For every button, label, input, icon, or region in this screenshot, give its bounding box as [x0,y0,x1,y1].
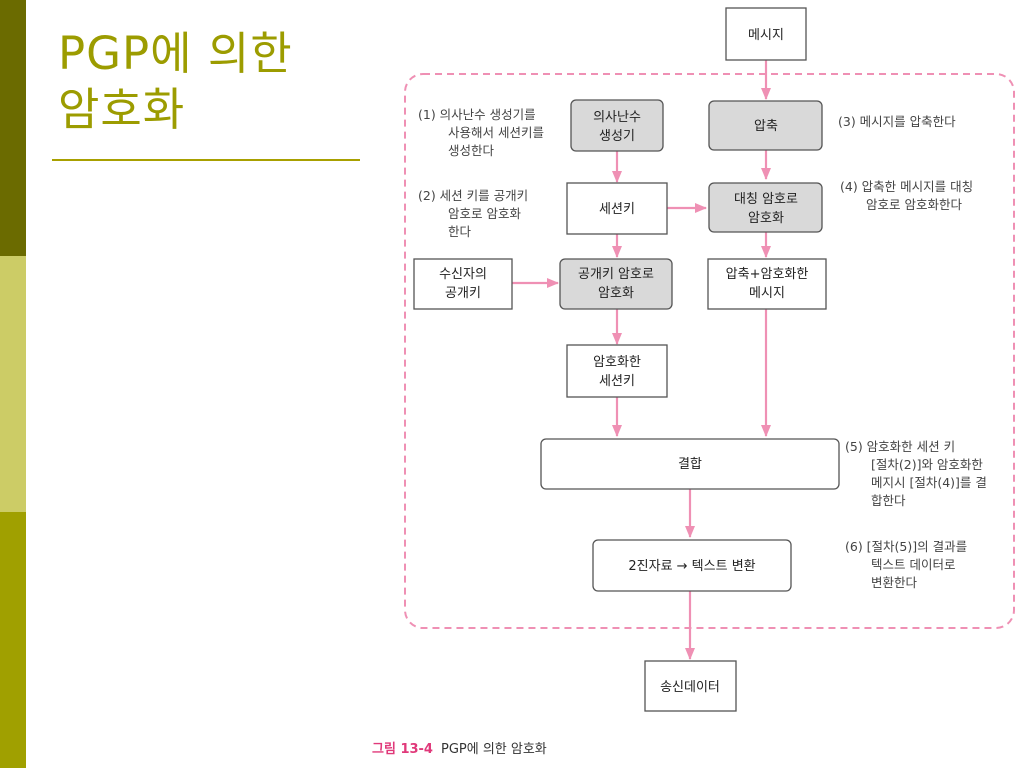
annotation-5-line3: 메지시 [절차(4)]를 결 [871,475,987,490]
flow-arrows [512,60,771,660]
title-underline [52,159,360,161]
box-symmetric-line2: 암호화 [748,211,784,226]
annotation-1-line2: 사용해서 세션키를 [448,125,544,140]
box-output: 송신데이터 [644,660,737,712]
annotation-5-line2: [절차(2)]와 암호화한 [871,457,983,472]
sidebar-segment-light [0,256,26,512]
box-session-key-label: 세션키 [599,202,635,217]
box-pubkey-encrypt: 공개키 암호로 암호화 [559,258,673,310]
box-compress: 압축 [708,100,823,151]
annotation-1: (1) 의사난수 생성기를 사용해서 세션키를 생성한다 [418,107,544,158]
box-combine: 결합 [540,438,840,490]
sidebar-segment-mid [0,512,26,768]
caption-text: PGP에 의한 암호화 [440,742,547,757]
annotation-4: (4) 압축한 메시지를 대칭 암호로 암호화한다 [840,179,973,212]
box-combine-label: 결합 [678,457,702,472]
box-compressed-line2: 메시지 [749,286,785,301]
annotation-6-line1: (6) [절차(5)]의 결과를 [845,539,967,554]
box-encrypted-session-key: 암호화한 세션키 [566,344,668,398]
annotation-6-line2: 텍스트 데이터로 [871,557,955,572]
box-compressed-message: 압축+암호화한 메시지 [707,258,827,310]
box-output-label: 송신데이터 [660,680,720,695]
process-boundary [404,73,1015,629]
box-encsession-line2: 세션키 [599,374,635,389]
box-pubkey-line2: 암호화 [598,286,634,301]
box-encsession-line1: 암호화한 [593,355,641,370]
annotation-5-line4: 합한다 [871,493,906,508]
box-message-label: 메시지 [748,28,784,43]
annotation-2-line3: 한다 [448,224,472,239]
box-to-text: 2진자료 → 텍스트 변환 [592,539,792,592]
caption-label: 그림 13-4 [372,742,433,757]
box-message: 메시지 [725,7,807,61]
annotation-2-line1: (2) 세션 키를 공개키 [418,188,528,203]
box-pubkey-line1: 공개키 암호로 [578,267,654,282]
box-recipient-key: 수신자의 공개키 [413,258,513,310]
annotation-5-line1: (5) 암호화한 세션 키 [845,439,955,454]
annotation-3: (3) 메시지를 압축한다 [838,114,956,129]
box-recipient-line2: 공개키 [445,286,481,301]
annotation-1-line3: 생성한다 [448,143,495,158]
box-rng: 의사난수 생성기 [570,99,664,152]
annotation-4-line2: 암호로 암호화한다 [866,197,962,212]
annotation-2: (2) 세션 키를 공개키 암호로 암호화 한다 [418,188,528,239]
annotation-6-line3: 변환한다 [871,575,918,590]
annotation-3-line1: (3) 메시지를 압축한다 [838,114,956,129]
sidebar-accent [0,0,26,768]
box-compress-label: 압축 [754,119,778,134]
box-rng-line2: 생성기 [599,129,635,144]
annotation-4-line1: (4) 압축한 메시지를 대칭 [840,179,973,194]
annotation-6: (6) [절차(5)]의 결과를 텍스트 데이터로 변환한다 [845,539,967,590]
box-symmetric-line1: 대칭 암호로 [734,192,798,207]
title-line-2: 암호화 [58,83,186,136]
box-to-text-label: 2진자료 → 텍스트 변환 [628,559,755,574]
box-compressed-line1: 압축+암호화한 [726,267,809,282]
annotation-5: (5) 암호화한 세션 키 [절차(2)]와 암호화한 메지시 [절차(4)]를… [845,439,987,508]
box-recipient-line1: 수신자의 [439,267,487,282]
annotation-1-line1: (1) 의사난수 생성기를 [418,107,536,122]
box-symmetric: 대칭 암호로 암호화 [708,182,823,233]
box-rng-line1: 의사난수 [593,110,641,125]
sidebar-segment-dark [0,0,26,256]
figure-caption: 그림 13-4 PGP에 의한 암호화 [372,738,547,757]
title-line-1: PGP에 의한 [58,27,293,80]
page-title: PGP에 의한 암호화 [58,26,293,138]
box-session-key: 세션키 [566,182,668,235]
annotation-2-line2: 암호로 암호화 [448,206,521,221]
